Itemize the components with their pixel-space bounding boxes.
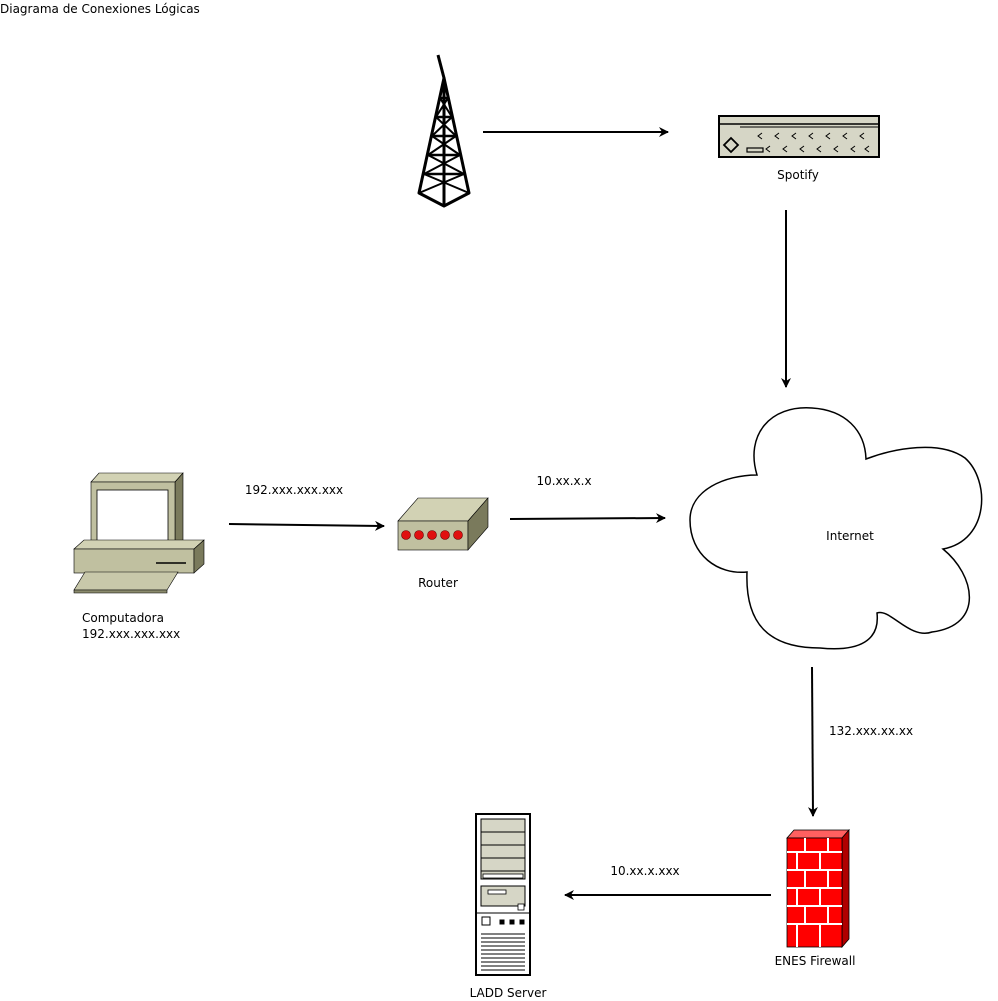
computer-label: Computadora 192.xxx.xxx.xxx bbox=[82, 610, 180, 642]
firewall-label: ENES Firewall bbox=[774, 954, 856, 968]
radio-tower-icon bbox=[417, 54, 471, 208]
spotify-device-icon bbox=[718, 115, 880, 158]
router-icon bbox=[397, 497, 489, 551]
edge-router-internet bbox=[509, 513, 666, 524]
computer-icon bbox=[73, 472, 205, 594]
server-label: LADD Server bbox=[469, 986, 547, 1000]
edge-label-computer-router: 192.xxx.xxx.xxx bbox=[244, 483, 344, 497]
computer-label-name: Computadora bbox=[82, 611, 164, 625]
computer-label-ip: 192.xxx.xxx.xxx bbox=[82, 627, 181, 641]
internet-label: Internet bbox=[826, 529, 874, 543]
edge-label-firewall-server: 10.xx.x.xxx bbox=[610, 864, 680, 878]
spotify-label: Spotify bbox=[777, 168, 819, 182]
server-tower-icon bbox=[475, 813, 531, 976]
edge-internet-firewall bbox=[807, 666, 818, 817]
diagram-title: Diagrama de Conexiones Lógicas bbox=[0, 2, 200, 16]
edge-label-router-internet: 10.xx.x.x bbox=[536, 474, 592, 488]
internet-cloud-icon bbox=[689, 407, 983, 650]
edge-label-internet-firewall: 132.xxx.xx.xx bbox=[829, 724, 914, 738]
router-label: Router bbox=[418, 576, 458, 590]
firewall-icon bbox=[786, 828, 850, 949]
edge-computer-router bbox=[228, 520, 385, 531]
